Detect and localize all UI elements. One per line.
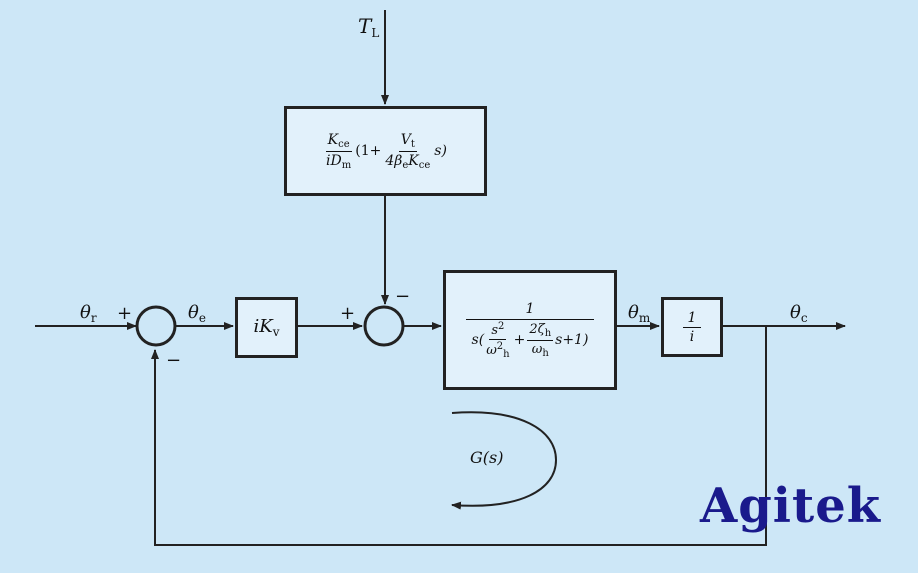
gs-loop-arc: [451, 411, 558, 510]
gs-label: G(s): [470, 448, 504, 467]
plant-f2-den: ω: [531, 341, 543, 357]
sum2-minus-sign: −: [395, 286, 411, 307]
gear-fraction: 1 i: [682, 310, 702, 345]
plant-f2-num: 2ζ: [529, 321, 545, 337]
gain-text: iK: [253, 316, 273, 337]
disturbance-den1-sub: m: [341, 159, 352, 171]
disturbance-den1: iD: [326, 152, 342, 169]
disturbance-coeff-fraction: Kce iDm: [324, 132, 353, 171]
disturbance-num2-sub: t: [410, 138, 415, 150]
summing-junction-2: [363, 305, 405, 347]
label-theta-m: θm: [628, 302, 651, 325]
plant-frac1: s2 ω2h: [484, 321, 511, 360]
plant-pre: s(: [471, 332, 485, 348]
plant-plus: +: [513, 332, 526, 348]
gear-den: i: [689, 328, 695, 345]
disturbance-transfer-block: Kce iDm (1+ Vt 4βeKce s): [284, 106, 487, 196]
plant-f1-den-sup: 2: [496, 340, 504, 352]
label-theta-c: θc: [790, 302, 808, 325]
plant-block: 1 s( s2 ω2h + 2ζh ωh s+1): [443, 270, 617, 390]
disturbance-num1-sub: ce: [338, 138, 350, 150]
disturbance-den2a: 4β: [385, 152, 403, 169]
plant-f1-den: ω: [486, 342, 497, 358]
plant-f1-num-sup: 2: [498, 320, 505, 332]
plant-numerator: 1: [465, 301, 595, 320]
summing-junction-1: [135, 305, 177, 347]
plant-f2-den-sub: h: [542, 347, 549, 359]
plant-frac2: 2ζh ωh: [527, 321, 554, 359]
disturbance-tail-text: s): [434, 143, 447, 159]
disturbance-num1: K: [327, 131, 339, 148]
disturbance-num2: V: [400, 131, 411, 148]
plant-f1-den-sub: h: [503, 348, 510, 360]
disturbance-den2a-sub: e: [402, 159, 409, 171]
sum1-minus-sign: −: [166, 350, 182, 371]
plant-fraction: 1 s( s2 ω2h + 2ζh ωh s+1): [465, 301, 595, 360]
plant-post: s+1): [555, 332, 589, 348]
sum2-plus-sign: +: [340, 303, 356, 324]
disturbance-inner-fraction: Vt 4βeKce: [383, 132, 432, 171]
plant-f1-num: s: [491, 322, 499, 338]
label-tl: TL: [358, 14, 380, 40]
label-theta-e: θe: [188, 302, 206, 325]
agitek-logo: Agitek: [700, 478, 882, 534]
disturbance-den2b-sub: ce: [418, 159, 431, 171]
gear-ratio-block: 1 i: [661, 297, 723, 357]
disturbance-den2b: K: [408, 152, 419, 169]
gain-block: iKv: [235, 297, 298, 358]
gear-num: 1: [682, 310, 702, 328]
feedback-path: [151, 326, 767, 546]
label-theta-r: θr: [80, 302, 97, 325]
gain-sub: v: [272, 325, 280, 339]
plant-f2-num-sub: h: [544, 327, 552, 339]
sum1-plus-sign: +: [117, 303, 133, 324]
disturbance-mid-text: (1+: [355, 143, 382, 159]
